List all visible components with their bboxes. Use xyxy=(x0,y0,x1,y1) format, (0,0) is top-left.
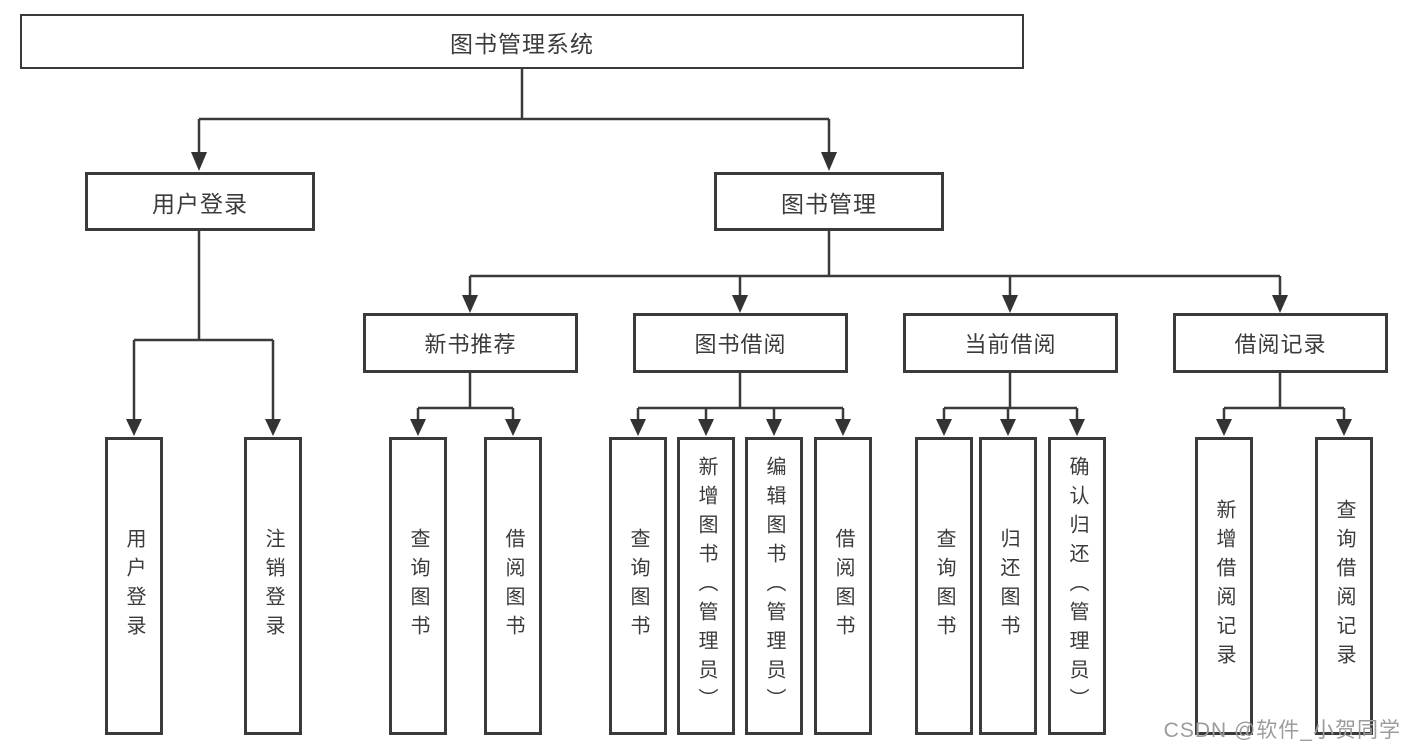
node-label: 查询借阅记录 xyxy=(1333,499,1355,673)
leaf-edit-books-admin: 编辑图书（管理员） xyxy=(745,437,803,735)
node-label: 查询图书 xyxy=(627,528,649,644)
node-label: 注销登录 xyxy=(262,528,284,644)
node-label: 图书借阅 xyxy=(694,332,787,357)
leaf-query-books-recommend: 查询图书 xyxy=(389,437,447,735)
node-label: 归还图书 xyxy=(997,528,1019,644)
leaf-add-books-admin: 新增图书（管理员） xyxy=(677,437,735,735)
node-library-management-system: 图书管理系统 xyxy=(20,14,1024,69)
node-label: 借阅图书 xyxy=(502,528,524,644)
node-label: 图书管理系统 xyxy=(450,30,594,57)
node-label: 查询图书 xyxy=(933,528,955,644)
node-label: 当前借阅 xyxy=(964,332,1057,357)
leaf-query-books-borrow: 查询图书 xyxy=(609,437,667,735)
leaf-borrow-books: 借阅图书 xyxy=(814,437,872,735)
node-user-login: 用户登录 xyxy=(85,172,315,231)
node-current-borrow: 当前借阅 xyxy=(903,313,1118,373)
node-label: 查询图书 xyxy=(407,528,429,644)
node-new-book-recommend: 新书推荐 xyxy=(363,313,578,373)
node-book-borrow: 图书借阅 xyxy=(633,313,848,373)
leaf-add-borrow-record: 新增借阅记录 xyxy=(1195,437,1253,735)
leaf-user-login: 用户登录 xyxy=(105,437,163,735)
watermark-text: CSDN @软件_小贺同学 xyxy=(1163,719,1401,742)
node-label: 图书管理 xyxy=(781,190,877,217)
leaf-logout: 注销登录 xyxy=(244,437,302,735)
node-label: 用户登录 xyxy=(123,528,145,644)
node-label: 新增借阅记录 xyxy=(1213,499,1235,673)
node-label: 确认归还（管理员） xyxy=(1066,455,1088,717)
leaf-return-books: 归还图书 xyxy=(979,437,1037,735)
node-book-management: 图书管理 xyxy=(714,172,944,231)
leaf-query-borrow-record: 查询借阅记录 xyxy=(1315,437,1373,735)
leaf-confirm-return-admin: 确认归还（管理员） xyxy=(1048,437,1106,735)
node-label: 新增图书（管理员） xyxy=(695,455,717,717)
node-label: 新书推荐 xyxy=(424,332,517,357)
leaf-borrow-books-recommend: 借阅图书 xyxy=(484,437,542,735)
leaf-query-books-current: 查询图书 xyxy=(915,437,973,735)
node-label: 编辑图书（管理员） xyxy=(763,455,785,717)
node-label: 借阅记录 xyxy=(1234,332,1327,357)
node-borrow-records: 借阅记录 xyxy=(1173,313,1388,373)
node-label: 用户登录 xyxy=(152,190,248,217)
node-label: 借阅图书 xyxy=(832,528,854,644)
